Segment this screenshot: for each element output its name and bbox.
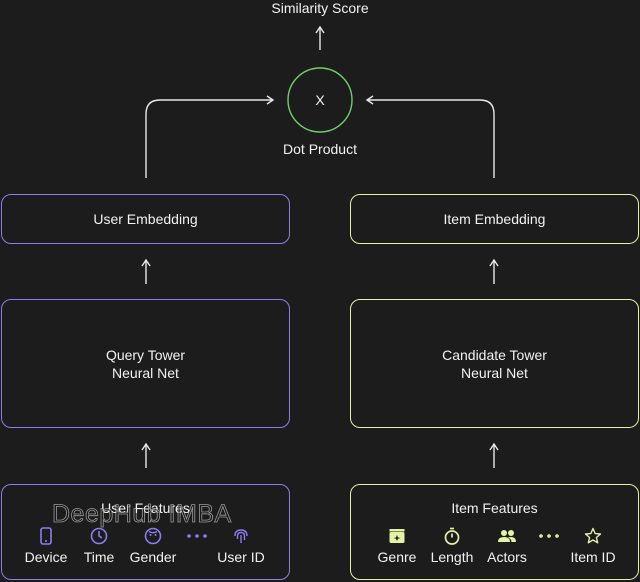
feature-label: Length [430, 549, 474, 565]
feature-label: Genre [377, 549, 417, 565]
clapperboard-icon [389, 529, 405, 543]
face-icon [144, 527, 162, 545]
feature-label: Gender [129, 549, 177, 565]
star-icon [584, 527, 602, 544]
feature-more [517, 527, 581, 549]
feature-label: Item ID [570, 549, 616, 565]
feature-device: Device [14, 527, 78, 567]
feature-label: Actors [487, 549, 527, 565]
query-tower-line1: Query Tower [105, 346, 186, 363]
stopwatch-icon [444, 527, 460, 545]
feature-actors: Actors [475, 527, 539, 567]
arrow-user-to-dot [145, 95, 275, 178]
user-features-title: User Features [101, 500, 190, 516]
arrow-item-to-dot [365, 95, 495, 178]
candidate-tower-line1: Candidate Tower [442, 346, 547, 363]
feature-label: Device [24, 549, 68, 565]
fingerprint-icon [234, 529, 248, 543]
item-features-title: Item Features [451, 500, 538, 516]
user-embedding-label: User Embedding [93, 211, 198, 227]
feature-genre: Genre [365, 527, 429, 567]
dot-product-label: Dot Product [283, 141, 357, 157]
query-tower-label: Query Tower Neural Net [2, 346, 289, 382]
user-embedding-box: User Embedding [1, 194, 290, 244]
similarity-score-label: Similarity Score [271, 0, 369, 16]
feature-label: Time [83, 549, 115, 565]
clock-icon [90, 527, 108, 545]
watermark: DeepHub IMBA [52, 500, 232, 529]
feature-item-id: Item ID [561, 527, 625, 567]
feature-label: User ID [217, 549, 265, 565]
ellipsis-icon [539, 534, 559, 538]
feature-time: Time [67, 527, 131, 567]
item-features-box: Item Features Genre Length Actors Item I… [350, 484, 639, 580]
candidate-tower-line2: Neural Net [461, 364, 528, 381]
feature-more [165, 527, 229, 549]
feature-length: Length [420, 527, 484, 567]
query-tower-box: Query Tower Neural Net [1, 299, 290, 428]
query-tower-line2: Neural Net [112, 364, 179, 381]
dot-product-circle [287, 67, 353, 133]
people-icon [498, 530, 516, 542]
candidate-tower-box: Candidate Tower Neural Net [350, 299, 639, 428]
feature-user-id: User ID [209, 527, 273, 567]
dot-product-symbol: X [315, 92, 325, 108]
feature-gender: Gender [121, 527, 185, 567]
user-features-box: User Features Device Time Gender User ID [1, 484, 290, 580]
item-embedding-box: Item Embedding [350, 194, 639, 244]
item-embedding-label: Item Embedding [443, 211, 546, 227]
candidate-tower-label: Candidate Tower Neural Net [351, 346, 638, 382]
ellipsis-icon [187, 534, 207, 538]
phone-icon [40, 527, 52, 545]
